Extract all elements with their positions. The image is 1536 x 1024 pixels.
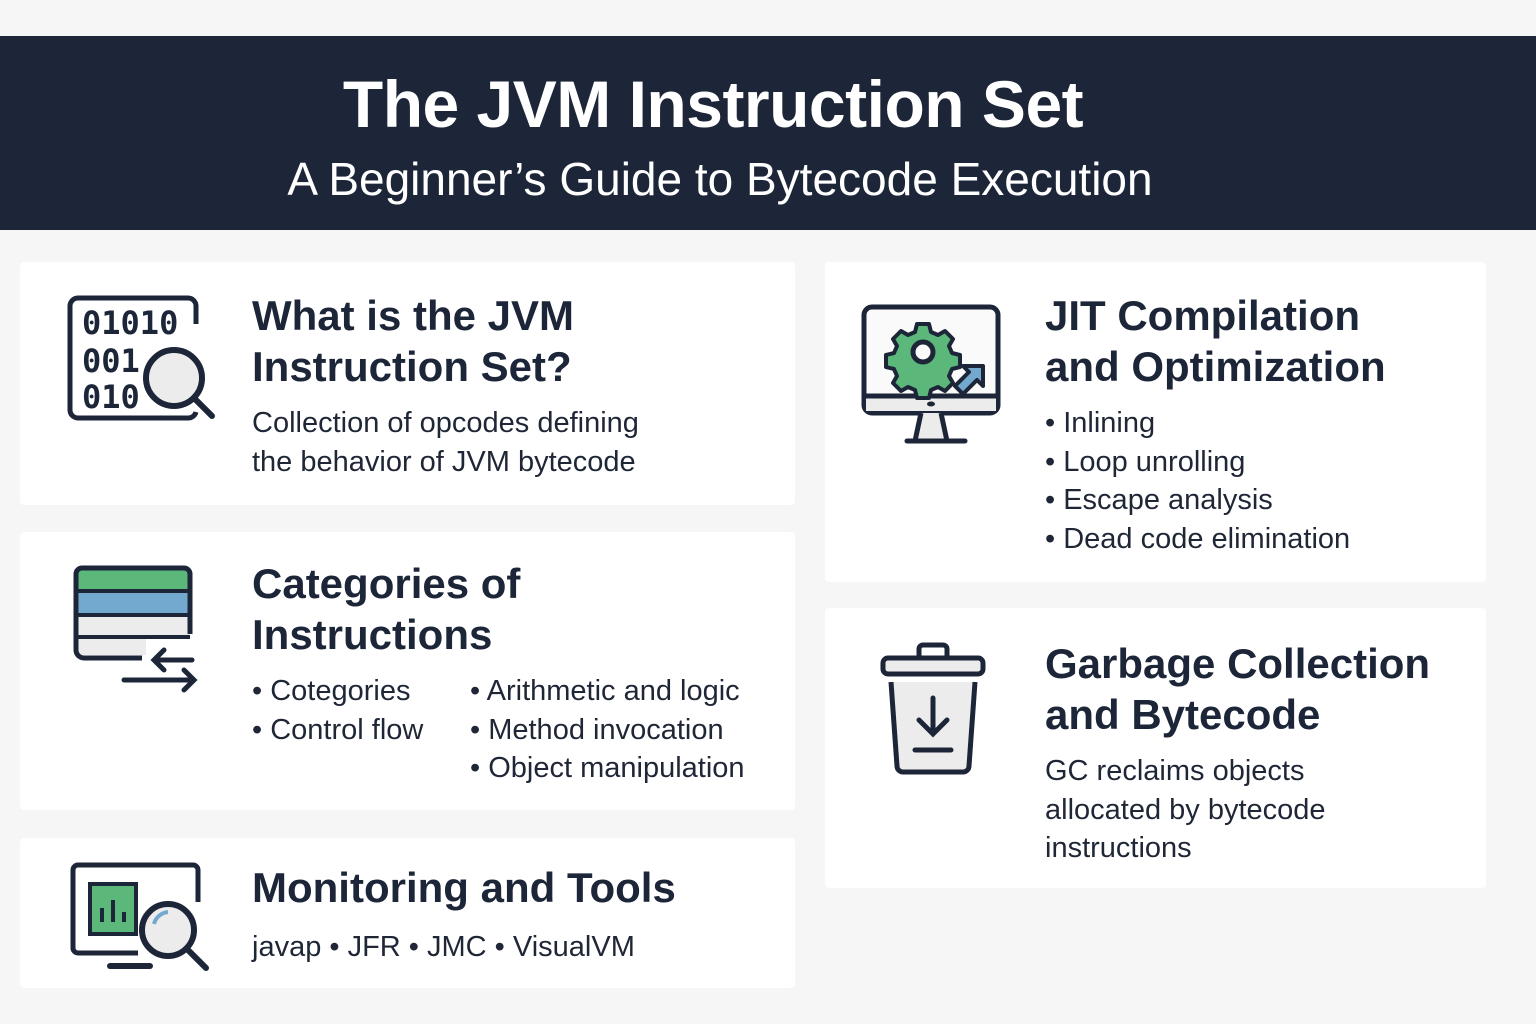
- card-title: and Optimization: [1045, 343, 1386, 390]
- card-title: JIT Compilation: [1045, 292, 1360, 339]
- list-item: Loop unrolling: [1045, 443, 1350, 482]
- tools-list: javap • JFR • JMC • VisualVM: [252, 931, 635, 963]
- card-title: Monitoring and Tools: [252, 864, 676, 911]
- card-desc: instructions: [1045, 832, 1192, 864]
- list-item: Dead code elimination: [1045, 520, 1350, 559]
- list-item: Inlining: [1045, 404, 1350, 443]
- table-arrows-icon: [73, 565, 198, 693]
- svg-text:001: 001: [82, 342, 140, 380]
- card-title: Instruction Set?: [252, 343, 572, 390]
- card-title: and Bytecode: [1045, 691, 1321, 738]
- svg-text:010: 010: [82, 378, 140, 416]
- card-desc: GC reclaims objects: [1045, 755, 1305, 787]
- card-title: Instructions: [252, 611, 493, 658]
- monitor-chart-magnifier-icon: [70, 862, 209, 971]
- list-item: Arithmetic and logic: [470, 672, 745, 711]
- list-item: Object manipulation: [470, 749, 744, 788]
- card-title: What is the JVM: [252, 292, 575, 339]
- card-monitoring: Monitoring and Tools javap • JFR • JMC •…: [20, 838, 795, 988]
- svg-text:01010: 01010: [82, 304, 178, 342]
- card-desc: Collection of opcodes defining: [252, 407, 639, 439]
- card-desc: the behavior of JVM bytecode: [252, 445, 636, 478]
- list-item: Cotegories: [252, 672, 423, 711]
- card-desc: allocated by bytecode: [1045, 793, 1326, 826]
- page-title: The JVM Instruction Set: [342, 67, 1084, 141]
- card-title: Garbage Collection: [1045, 640, 1431, 687]
- header-banner: The JVM Instruction Set A Beginner’s Gui…: [0, 36, 1536, 230]
- monitor-gear-icon: [861, 304, 1001, 444]
- list-item: Control flow: [252, 711, 423, 750]
- trash-download-icon: [880, 642, 986, 775]
- list-item: Method invocation: [470, 711, 745, 750]
- list-item: Escape analysis: [1045, 481, 1350, 520]
- page-subtitle: A Beginner’s Guide to Bytecode Execution: [287, 153, 1153, 205]
- card-title: Categories of: [252, 560, 521, 607]
